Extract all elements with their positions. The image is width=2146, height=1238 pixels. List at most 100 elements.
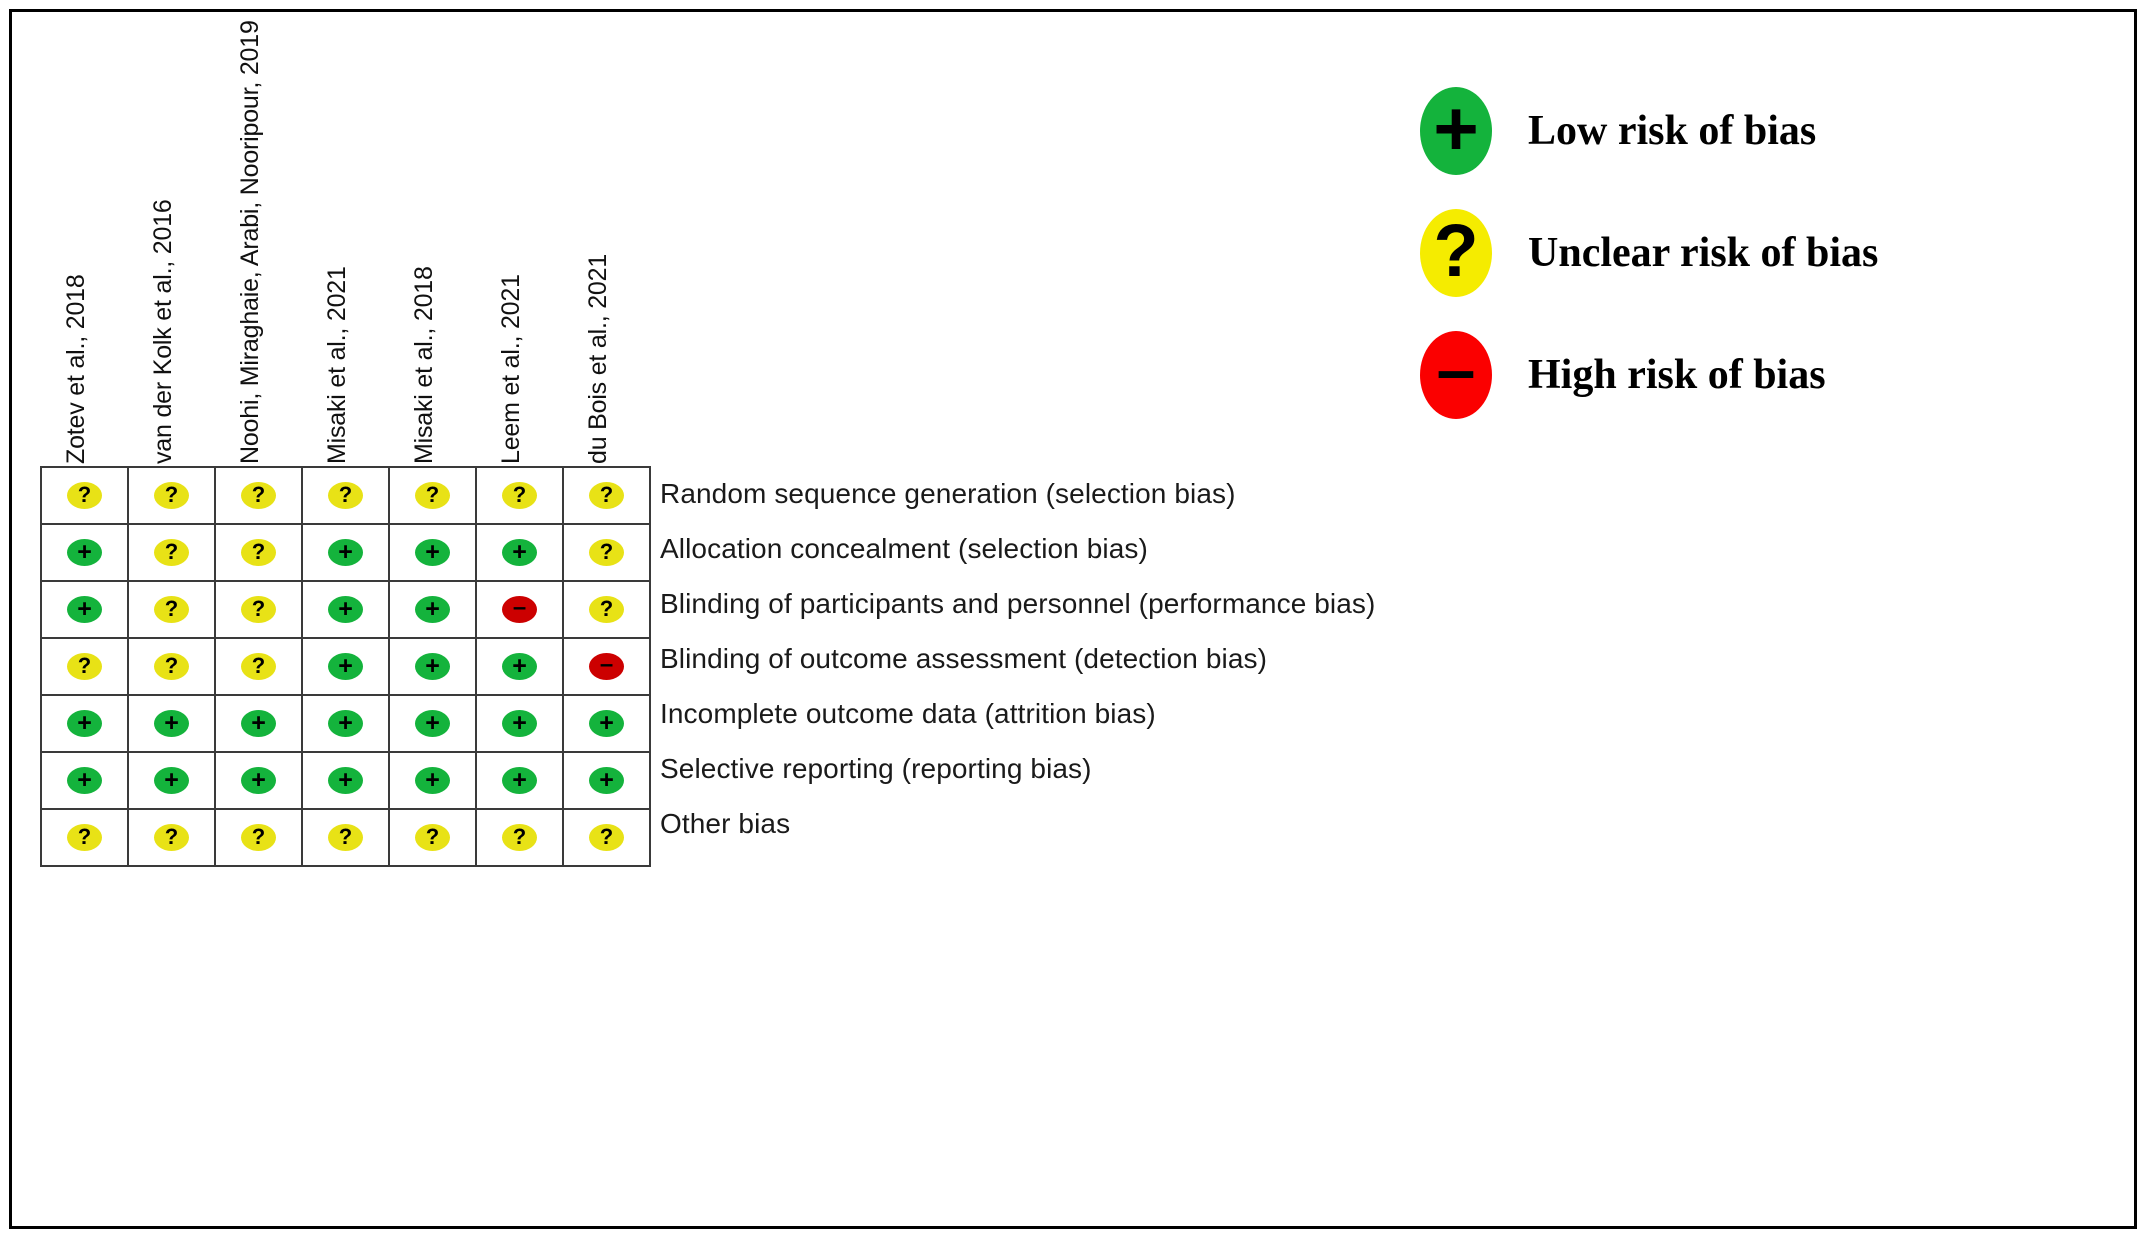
table-row: +??++–? [40,580,651,639]
judgement-cell[interactable]: ? [562,466,651,525]
judgement-cell[interactable]: – [562,637,651,696]
question-icon: ? [241,539,276,566]
judgement-cell[interactable]: ? [301,808,390,867]
question-icon: ? [154,653,189,680]
legend-symbol: – [1436,330,1476,408]
judgement-cell[interactable]: + [388,637,477,696]
judgement-cell[interactable]: + [475,637,564,696]
judgement-cell[interactable]: + [127,751,216,810]
judgement-cell[interactable]: ? [388,808,477,867]
judgement-cell[interactable]: ? [214,466,303,525]
judgement-cell[interactable]: ? [127,523,216,582]
judgement-symbol: ? [251,823,266,849]
judgement-cell[interactable]: ? [40,637,129,696]
legend: +Low risk of bias?Unclear risk of bias–H… [1420,70,2070,436]
row-label: Blinding of participants and personnel (… [660,587,1376,619]
judgement-cell[interactable]: + [301,751,390,810]
judgement-cell[interactable]: ? [475,466,564,525]
judgement-cell[interactable]: ? [214,580,303,639]
judgement-cell[interactable]: + [40,580,129,639]
judgement-cell[interactable]: + [40,751,129,810]
risk-of-bias-grid: ???????+??+++?+??++–????+++–++++++++++++… [40,466,651,867]
judgement-cell[interactable]: ? [562,808,651,867]
judgement-cell[interactable]: ? [475,808,564,867]
judgement-symbol: + [338,766,353,794]
judgement-cell[interactable]: + [214,751,303,810]
table-row: +??+++? [40,523,651,582]
column-header-label: Misaki et al., 2018 [410,266,438,464]
judgement-cell[interactable]: + [127,694,216,753]
column-header: du Bois et al., 2021 [584,20,613,466]
judgement-symbol: ? [164,823,179,849]
row-label: Other bias [660,807,791,839]
table-row: ??????? [40,808,651,867]
table-row: ???+++– [40,637,651,696]
judgement-cell[interactable]: + [214,694,303,753]
judgement-cell[interactable]: + [388,580,477,639]
judgement-cell[interactable]: ? [301,466,390,525]
column-header: Misaki et al., 2018 [410,20,439,466]
question-icon: ? [67,824,102,851]
plus-icon: + [328,710,363,737]
plus-icon: + [415,710,450,737]
judgement-symbol: ? [425,481,440,507]
judgement-symbol: ? [164,538,179,564]
judgement-cell[interactable]: ? [127,808,216,867]
judgement-symbol: ? [164,481,179,507]
column-header-label: du Bois et al., 2021 [584,253,612,464]
judgement-cell[interactable]: + [562,694,651,753]
judgement-cell[interactable]: + [475,751,564,810]
row-label: Incomplete outcome data (attrition bias) [660,697,1156,729]
judgement-cell[interactable]: + [562,751,651,810]
judgement-symbol: – [599,650,614,678]
judgement-symbol: + [77,538,92,566]
plus-icon: + [67,596,102,623]
table-row: + + + + + + + [40,751,651,810]
question-icon: ? [415,482,450,509]
judgement-cell[interactable]: ? [127,580,216,639]
judgement-symbol: + [599,709,614,737]
judgement-cell[interactable]: + [40,523,129,582]
judgement-cell[interactable]: ? [40,808,129,867]
question-icon: ? [154,539,189,566]
judgement-cell[interactable]: ? [40,466,129,525]
question-icon: ? [328,824,363,851]
judgement-cell[interactable]: ? [388,466,477,525]
judgement-symbol: + [164,766,179,794]
judgement-cell[interactable]: + [301,523,390,582]
judgement-cell[interactable]: ? [214,523,303,582]
legend-label: High risk of bias [1528,352,1826,398]
judgement-cell[interactable]: ? [127,466,216,525]
judgement-cell[interactable]: ? [127,637,216,696]
judgement-cell[interactable]: ? [562,580,651,639]
plus-icon: + [502,539,537,566]
judgement-symbol: ? [338,823,353,849]
judgement-cell[interactable]: + [301,637,390,696]
judgement-cell[interactable]: ? [214,808,303,867]
judgement-cell[interactable]: + [301,580,390,639]
judgement-symbol: + [251,766,266,794]
judgement-cell[interactable]: + [40,694,129,753]
question-icon: ? [502,824,537,851]
judgement-symbol: ? [164,595,179,621]
judgement-cell[interactable]: – [475,580,564,639]
minus-icon: – [1420,331,1492,419]
question-icon: ? [67,482,102,509]
question-icon: ? [241,653,276,680]
judgement-cell[interactable]: + [388,523,477,582]
judgement-cell[interactable]: + [388,751,477,810]
judgement-cell[interactable]: + [301,694,390,753]
column-header: van der Kolk et al., 2016 [149,20,178,466]
judgement-symbol: ? [512,823,527,849]
plus-icon: + [589,767,624,794]
question-icon: ? [589,482,624,509]
judgement-cell[interactable]: + [388,694,477,753]
question-icon: ? [241,596,276,623]
judgement-cell[interactable]: ? [214,637,303,696]
question-icon: ? [241,824,276,851]
judgement-cell[interactable]: + [475,523,564,582]
judgement-cell[interactable]: + [475,694,564,753]
plus-icon: + [502,767,537,794]
judgement-cell[interactable]: ? [562,523,651,582]
